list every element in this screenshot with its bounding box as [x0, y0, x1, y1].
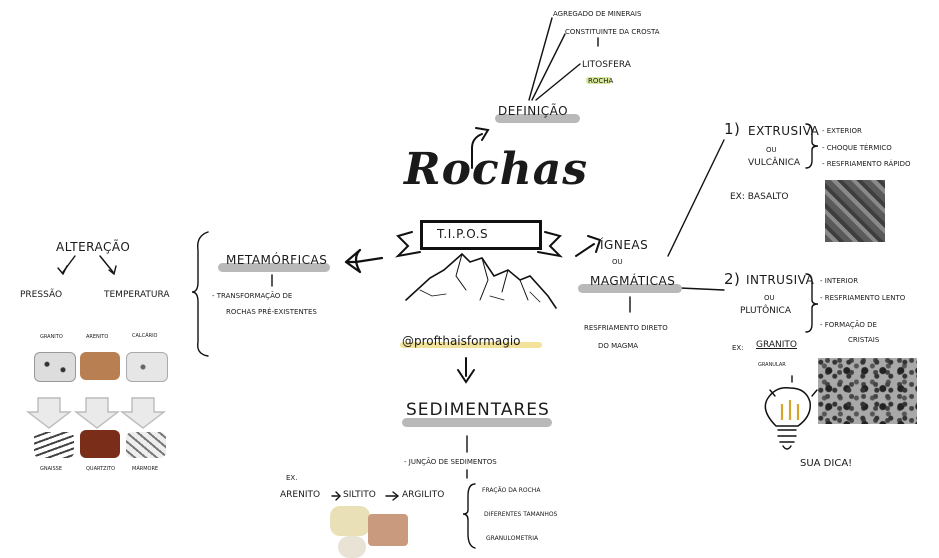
- intrusiva-bullet-3: - Formação de: [820, 321, 877, 329]
- chain-argilito: Argilito: [402, 490, 445, 500]
- arenito-sample-image: [330, 506, 370, 536]
- igneas-label-2: Magmáticas: [590, 274, 676, 288]
- intrusiva-example-rock: Granito: [756, 340, 797, 350]
- definicao-highlight: [495, 114, 580, 123]
- igneas-label-1: Ígneas: [600, 238, 649, 252]
- metamorficas-highlight: [218, 263, 330, 272]
- alteracao-label: Alteração: [56, 240, 131, 254]
- granito-rock-image: [34, 352, 76, 382]
- pressao-label: Pressão: [20, 290, 63, 300]
- definicao-line-4: Rocha: [588, 77, 614, 85]
- extrusiva-example: Ex: Basalto: [730, 192, 789, 202]
- extrusiva-bullet-1: - Exterior: [822, 127, 862, 135]
- extrusiva-ou: ou: [766, 146, 777, 154]
- igneas-desc-1: Resfriamento direto: [584, 324, 668, 332]
- extrusiva-bullet-2: - Choque térmico: [822, 144, 892, 152]
- intrusiva-bullet-4: cristais: [848, 336, 880, 344]
- arenito-rock-image: [80, 352, 120, 380]
- basalto-image: [825, 180, 885, 242]
- igneas-desc-2: do magma: [598, 342, 639, 350]
- argilito-sample-image: [368, 514, 408, 546]
- calcario-rock-image: [126, 352, 168, 382]
- sedimentares-highlight: [402, 418, 552, 427]
- extrusiva-alt: Vulcânica: [748, 158, 801, 168]
- rock-label-calcario: Calcário: [132, 333, 158, 339]
- main-title: Rochas: [404, 144, 588, 195]
- sedimentares-ex: Ex.: [286, 474, 298, 482]
- quartzito-rock-image: [80, 430, 120, 458]
- intrusiva-number: 2): [724, 270, 741, 288]
- intrusiva-alt: Plutônica: [740, 306, 791, 316]
- rock-label-quartzito: Quartzito: [86, 466, 116, 472]
- metamorficas-desc-1: - Transformação de: [212, 292, 293, 300]
- sed-note-1: Fração da rocha: [482, 487, 541, 494]
- igneas-ou: ou: [612, 258, 623, 266]
- sed-note-2: Diferentes tamanhos: [484, 511, 558, 518]
- rock-label-granito: Granito: [40, 334, 63, 340]
- granito-image: [818, 358, 917, 424]
- intrusiva-example-prefix: Ex:: [732, 344, 744, 352]
- rock-label-gnaisse: Gnaisse: [40, 466, 63, 472]
- sedimentares-label: Sedimentares: [406, 400, 550, 420]
- extrusiva-number: 1): [724, 120, 741, 138]
- temperatura-label: Temperatura: [104, 290, 170, 300]
- siltito-sample-image: [338, 536, 366, 558]
- tipos-ribbon: T.I.P.O.S: [420, 220, 542, 250]
- chain-arenito: Arenito: [280, 490, 321, 500]
- chain-siltito: Siltito: [343, 490, 376, 500]
- definicao-label: Definição: [498, 104, 569, 118]
- marmore-rock-image: [126, 432, 166, 458]
- intrusiva-ou: ou: [764, 294, 775, 302]
- metamorficas-label: Metamórficas: [226, 253, 328, 267]
- ribbon-label: T.I.P.O.S: [437, 227, 489, 241]
- metamorficas-desc-2: rochas pré-existentes: [226, 308, 317, 316]
- intrusiva-title: Intrusiva: [746, 273, 815, 287]
- rock-label-marmore: Mármore: [132, 466, 159, 472]
- sed-note-3: Granulometria: [486, 535, 539, 542]
- intrusiva-bullet-1: - Interior: [820, 277, 859, 285]
- sedimentares-desc: - Junção de Sedimentos: [404, 458, 497, 466]
- handle-text: @profthaisformagio: [402, 334, 521, 348]
- tip-text: Sua dica!: [800, 458, 853, 469]
- extrusiva-bullet-3: - Resfriamento rápido: [822, 160, 911, 168]
- definicao-line-3: Litosfera: [582, 60, 631, 70]
- rocha-highlight: [586, 77, 612, 84]
- igneas-highlight: [578, 284, 682, 293]
- intrusiva-bullet-2: - Resfriamento lento: [820, 294, 906, 302]
- definicao-line-1: Agregado de minerais: [553, 10, 642, 18]
- handle-highlight: [400, 342, 542, 348]
- extrusiva-title: Extrusiva: [748, 124, 820, 138]
- rock-label-arenito: Arenito: [86, 334, 109, 340]
- gnaisse-rock-image: [34, 432, 74, 458]
- definicao-line-2: Constituinte da crosta: [565, 28, 660, 36]
- intrusiva-example-sub: Granular: [758, 362, 786, 368]
